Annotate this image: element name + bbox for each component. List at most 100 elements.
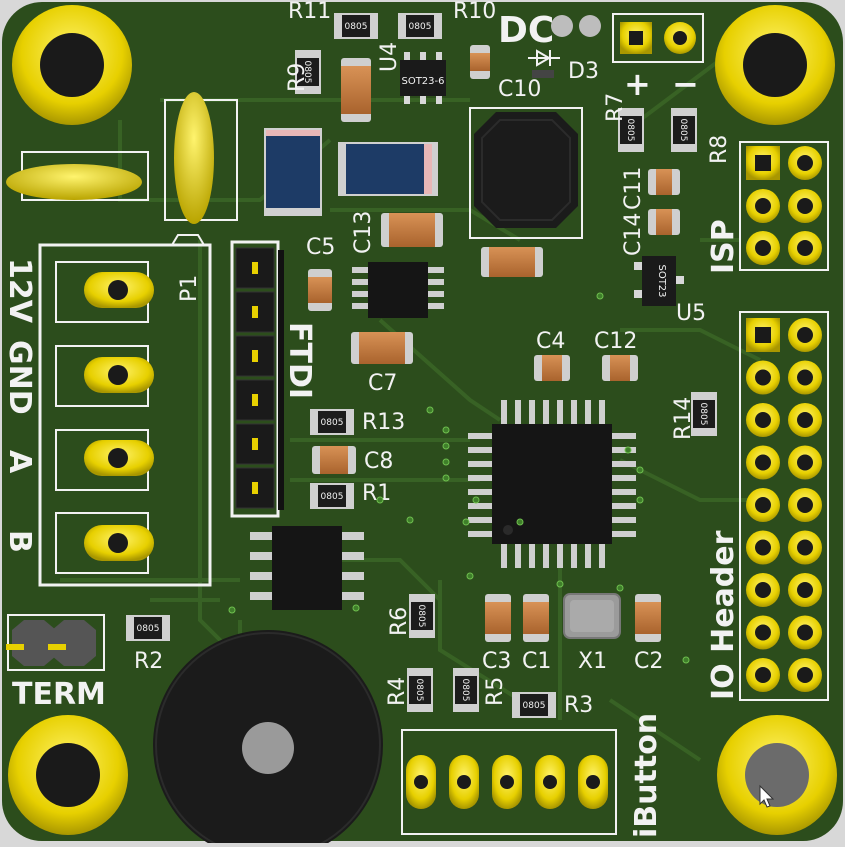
ref-d3: D3	[568, 59, 599, 84]
terminal-block-p1: P1	[38, 234, 212, 587]
ref-c13: C13	[351, 211, 376, 254]
label-io-header: IO Header	[706, 530, 741, 700]
resistor-package-label: 0805	[416, 605, 426, 628]
label-ftdi: FTDI	[282, 322, 317, 399]
label-ibutton: iButton	[629, 713, 664, 838]
resistor-package-label: 0805	[321, 418, 344, 428]
polyfuse-horizontal	[6, 164, 142, 200]
capacitor	[523, 594, 549, 642]
resistor-0805: 0805	[310, 483, 354, 509]
ref-c11: C11	[621, 167, 646, 210]
ref-r1: R1	[362, 481, 391, 506]
capacitor	[351, 332, 413, 364]
label-p1: P1	[177, 275, 202, 302]
soic-bottom	[272, 526, 342, 610]
ref-r9: R9	[285, 63, 310, 92]
term-jumper: TERM	[6, 614, 106, 712]
vias	[228, 292, 690, 664]
capacitor	[481, 247, 543, 277]
ref-r11: R11	[288, 0, 331, 24]
label-term: TERM	[12, 677, 106, 712]
mcu-qfp32	[468, 400, 636, 568]
ref-c2: C2	[634, 649, 663, 674]
soic-ics	[250, 262, 444, 610]
ref-c3: C3	[482, 649, 511, 674]
ref-c1: C1	[522, 649, 551, 674]
label-12v: 12V	[2, 258, 37, 324]
buzzer	[153, 630, 383, 847]
capacitor	[648, 209, 680, 235]
label-b: B	[2, 530, 37, 553]
ref-r8: R8	[707, 135, 732, 164]
label-isp: ISP	[706, 219, 741, 274]
u4-package-label: SOT23-6	[401, 76, 444, 87]
resistor-0805: 0805	[126, 615, 170, 641]
label-a: A	[2, 450, 37, 474]
capacitor	[470, 45, 490, 79]
ref-r14: R14	[671, 397, 696, 440]
capacitor	[381, 213, 443, 247]
label-gnd: GND	[2, 340, 37, 415]
resistor-0805: 0805	[398, 13, 442, 39]
resistor-package-label: 0805	[698, 403, 708, 426]
ref-c10: C10	[498, 77, 541, 102]
ref-r7: R7	[603, 93, 628, 122]
ftdi-header: FTDI	[230, 240, 317, 518]
resistor-package-label: 0805	[414, 679, 424, 702]
resistor-0805: 0805	[618, 108, 644, 152]
resistor-package-label: 0805	[460, 679, 470, 702]
resistors: 0805 0805 0805 0805 0805 0805 0805 0805 0805 0805…	[126, 13, 717, 718]
diode-d3: D3	[528, 49, 599, 84]
mounting-hole-top-right	[715, 5, 835, 125]
ref-c14: C14	[621, 213, 646, 256]
capacitor	[635, 594, 661, 642]
resistor-0805: 0805	[407, 668, 433, 712]
capacitor	[602, 355, 638, 381]
resistor-package-label: 0805	[137, 624, 160, 634]
label-minus: −	[672, 65, 699, 103]
mounting-hole-top-left	[12, 5, 132, 125]
resistor-0805: 0805	[409, 594, 435, 638]
yellow-components-top-left	[6, 92, 238, 224]
ref-u5: U5	[676, 301, 706, 326]
ref-r6: R6	[387, 607, 412, 636]
ref-c8: C8	[364, 449, 393, 474]
resistor-0805: 0805	[334, 13, 378, 39]
ref-r2: R2	[134, 649, 163, 674]
ref-r10: R10	[453, 0, 496, 24]
ref-r3: R3	[564, 693, 593, 718]
capacitor	[648, 169, 680, 195]
u5-package	[642, 256, 676, 306]
ref-c7: C7	[368, 371, 397, 396]
capacitors	[308, 45, 680, 642]
resistor-package-label: 0805	[523, 701, 546, 711]
inductor	[469, 107, 583, 239]
resistor-package-label: 0805	[409, 22, 432, 32]
reference-labels: R11 R10 R9 U4 C10 R7 R8 C11 C14 U5 C5 C1…	[134, 0, 732, 718]
resistor-package-label: 0805	[321, 492, 344, 502]
resistor-0805: 0805	[453, 668, 479, 712]
ibutton-header: iButton	[401, 713, 664, 838]
power-pin-labels: 12V GND A B	[2, 258, 37, 553]
mounting-holes	[8, 5, 837, 835]
u5-package-label: SOT23	[656, 264, 667, 297]
ref-u4: U4	[377, 42, 402, 72]
ref-c12: C12	[594, 329, 637, 354]
resistor-package-label: 0805	[302, 61, 312, 84]
ref-x1: X1	[578, 649, 607, 674]
ref-c4: C4	[536, 329, 565, 354]
capacitor	[312, 446, 356, 474]
capacitor	[534, 355, 570, 381]
polyfuse-vertical	[174, 92, 214, 224]
mounting-hole-bottom-right	[717, 715, 837, 835]
soic-top	[368, 262, 428, 318]
resistor-0805: 0805	[691, 392, 717, 436]
resistor-0805: 0805	[671, 108, 697, 152]
mouse-cursor	[759, 784, 775, 808]
io-header: IO Header	[706, 311, 829, 701]
resistor-0805: 0805	[310, 409, 354, 435]
capacitor	[341, 58, 371, 122]
dc-input: DC + −	[498, 10, 704, 103]
